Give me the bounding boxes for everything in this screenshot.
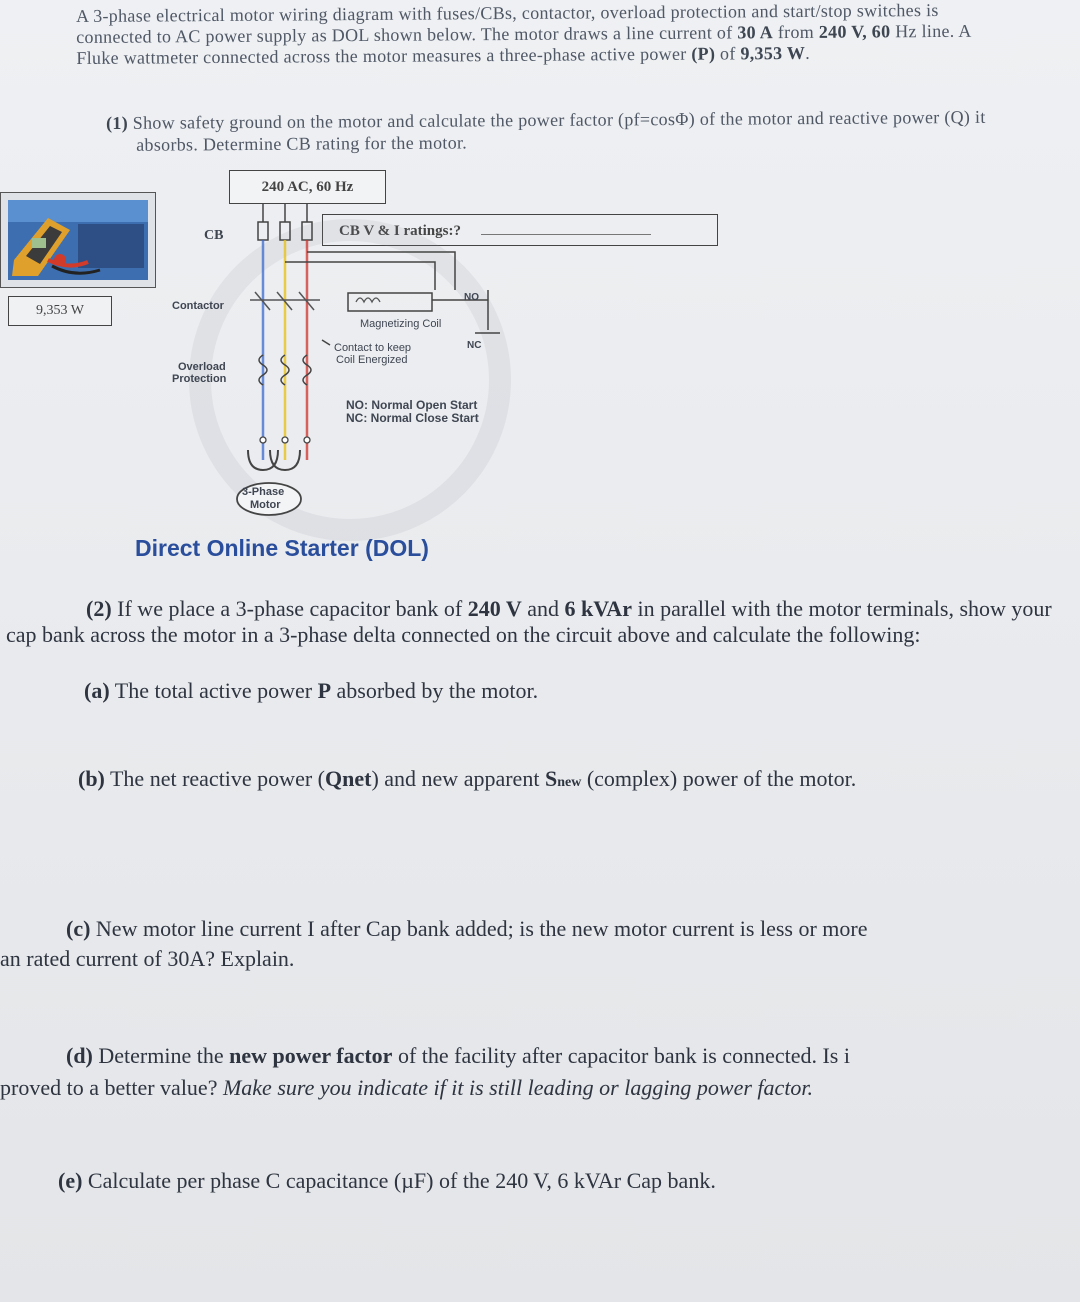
motor-label-1: 3-Phase: [242, 486, 285, 498]
question-2: (2) If we place a 3-phase capacitor bank…: [6, 596, 1066, 648]
question-text: ) and new apparent: [371, 766, 545, 791]
question-text: absorbed by the motor.: [331, 678, 539, 703]
supply-label: 240 AC, 60 Hz: [261, 179, 354, 195]
question-text: of the facility after capacitor bank is …: [392, 1043, 850, 1068]
dol-wiring-diagram: [189, 204, 511, 541]
supply-box: 240 AC, 60 Hz: [229, 170, 386, 204]
question-text: in parallel with the motor terminals, sh…: [6, 596, 1052, 647]
background-watermark: [189, 219, 511, 541]
control-circuit: [285, 251, 500, 346]
question-text: proved to a better value?: [0, 1075, 223, 1100]
cap-voltage: 240 V: [467, 596, 522, 621]
wattmeter-photo: [8, 200, 148, 280]
keep-label-2: Coil Energized: [336, 354, 408, 366]
question-text: If we place a 3-phase capacitor bank of: [111, 596, 468, 621]
question-bold: new power factor: [229, 1043, 393, 1068]
no-contact-label: NO: [464, 292, 479, 303]
question-label: (e): [58, 1168, 83, 1193]
question-label: (a): [84, 678, 110, 703]
question-text-line-2: an rated current of 30A? Explain.: [0, 946, 295, 971]
overload-heaters: [258, 354, 312, 386]
wattmeter-icon: [8, 200, 148, 280]
cb-label: CB: [204, 228, 224, 243]
legend-nc: NC: Normal Close Start: [346, 411, 479, 425]
cb-ratings-label: CB V & I ratings:?: [339, 223, 461, 239]
intro-text: .: [805, 42, 811, 63]
question-2c: (c) New motor line current I after Cap b…: [0, 914, 1080, 974]
s-subscript: new: [557, 775, 582, 790]
overload-label-2: Protection: [172, 373, 227, 385]
question-text: The total active power: [109, 678, 318, 703]
question-2b: (b) The net reactive power (Qnet) and ne…: [78, 766, 856, 792]
phase-wires: [261, 240, 309, 460]
coil-symbol: [355, 297, 381, 304]
question-text: The net reactive power (: [104, 766, 325, 791]
question-number: (2): [86, 596, 112, 621]
keep-label-1: Contact to keep: [334, 342, 412, 354]
coil-label: Magnetizing Coil: [360, 318, 442, 330]
question-bold: P: [317, 678, 332, 703]
motor-terminals: [259, 436, 311, 444]
diagram-title: Direct Online Starter (DOL): [135, 535, 429, 561]
question-2e: (e) Calculate per phase C capacitance (µ…: [58, 1168, 716, 1194]
motor-symbol: [236, 449, 302, 516]
motor-label-2: Motor: [250, 499, 281, 511]
contactor-contacts: [250, 291, 320, 311]
question-italic: Make sure you indicate if it is still le…: [222, 1075, 814, 1100]
cap-kvar: 6 kVAr: [564, 596, 632, 621]
question-text: Determine the: [92, 1043, 230, 1068]
question-label: (d): [66, 1043, 93, 1068]
s-symbol: S: [544, 766, 558, 791]
question-text: and: [521, 596, 565, 621]
question-text: Calculate per phase C capacitance (µF) o…: [82, 1168, 716, 1193]
intro-text: from: [772, 21, 819, 43]
question-2a: (a) The total active power P absorbed by…: [84, 678, 538, 704]
answer-blank: [480, 220, 651, 235]
contactor-label: Contactor: [172, 300, 224, 312]
question-2d: (d) Determine the new power factor of th…: [0, 1040, 1080, 1104]
intro-voltage: 240 V, 60: [818, 21, 891, 42]
question-label: (c): [66, 916, 91, 941]
qnet-symbol: Qnet: [325, 766, 372, 791]
question-text: New motor line current I after Cap bank …: [90, 916, 868, 941]
legend-no: NO: Normal Open Start: [346, 398, 478, 412]
wattmeter-reading-box: 9,353 W: [8, 296, 112, 326]
overload-label-1: Overload: [178, 361, 226, 373]
wattmeter-reading: 9,353 W: [36, 303, 84, 318]
nc-contact-label: NC: [467, 340, 482, 351]
question-label: (b): [78, 766, 105, 791]
question-text: (complex) power of the motor.: [581, 766, 857, 791]
cb-ratings-box: CB V & I ratings:?: [322, 214, 718, 246]
